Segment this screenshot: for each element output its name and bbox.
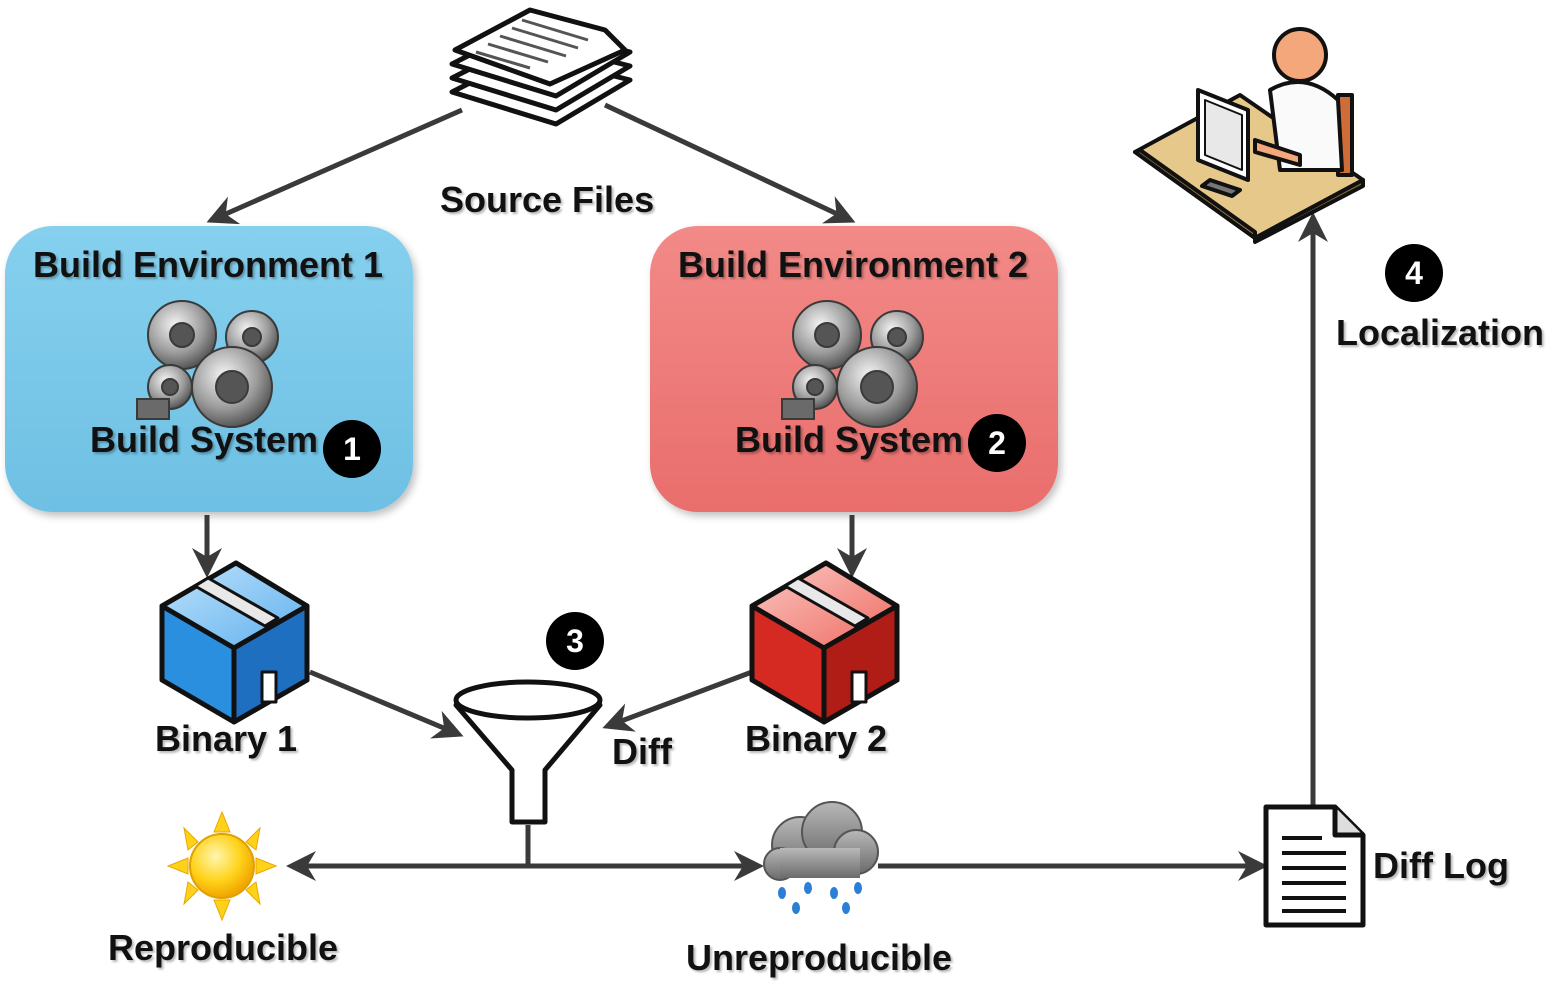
sun-icon — [166, 810, 278, 922]
build-system-1-label: Build System — [90, 419, 319, 460]
unreproducible-label: Unreproducible — [686, 937, 953, 978]
gears-icon-2 — [781, 300, 924, 428]
source-files-icon — [449, 7, 633, 127]
binary-2-package-icon — [749, 560, 900, 725]
diff-funnel-icon — [453, 679, 603, 825]
build-environment-1-title: Build Environment 1 — [33, 244, 384, 285]
developer-at-desk-icon — [1133, 27, 1365, 244]
connectors — [192, 102, 1328, 881]
reproducible-label: Reproducible — [108, 927, 339, 968]
binary-1-label: Binary 1 — [155, 718, 298, 759]
binary-1-package-icon — [159, 560, 310, 725]
diff-log-document-icon — [1263, 804, 1366, 928]
build-environment-2-title: Build Environment 2 — [678, 244, 1029, 285]
build-system-2-label: Build System — [735, 419, 964, 460]
step-3-badge: 3 — [546, 612, 604, 670]
step-1-badge: 1 — [323, 420, 381, 478]
step-2-badge: 2 — [968, 414, 1026, 472]
arrow-source-to-env1 — [206, 107, 464, 225]
rain-cloud-icon — [763, 801, 879, 914]
binary-2-label: Binary 2 — [745, 718, 888, 759]
diff-log-label: Diff Log — [1373, 845, 1509, 886]
arrow-source-to-env2 — [603, 102, 856, 224]
localization-label: Localization — [1336, 312, 1545, 353]
gears-icon-1 — [136, 300, 279, 428]
arrow-binary1-to-diff — [309, 669, 464, 739]
source-files-label: Source Files — [440, 179, 655, 220]
diff-label: Diff — [612, 731, 672, 772]
step-4-badge: 4 — [1385, 244, 1443, 302]
arrow-binary2-to-diff — [602, 669, 753, 732]
